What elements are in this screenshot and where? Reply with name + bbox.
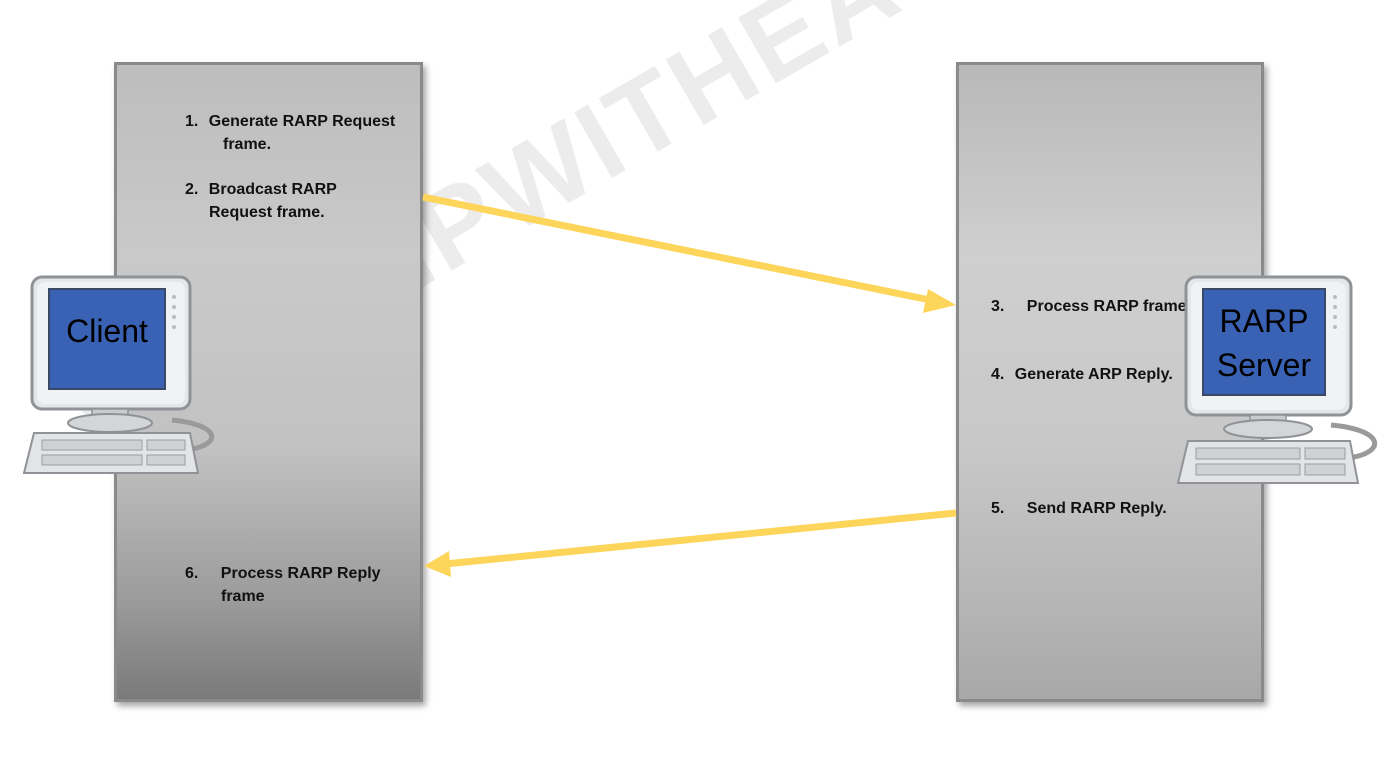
step-number: 5. — [991, 500, 1005, 517]
step-text: Process RARP frame. — [1026, 298, 1192, 315]
step-number: 4. — [991, 366, 1005, 383]
step-text: Send RARP Reply. — [1026, 500, 1167, 517]
server-computer-icon: RARP Server — [1176, 275, 1386, 490]
step-text: Broadcast RARP — [208, 181, 337, 198]
arrow-reply-head — [424, 551, 451, 577]
step-text: Generate RARP Request — [208, 113, 396, 130]
client-step-1: 1. Generate RARP Request frame. — [185, 110, 395, 156]
client-step-2: 2. Broadcast RARP Request frame. — [185, 178, 337, 224]
server-label: RARP Server — [1203, 299, 1325, 387]
step-text: Generate ARP Reply. — [1014, 366, 1173, 383]
step-number: 6. — [185, 565, 199, 582]
step-text-cont: Request frame. — [209, 204, 325, 221]
server-step-3: 3. Process RARP frame. — [991, 295, 1191, 318]
server-label-line2: Server — [1216, 347, 1312, 383]
server-label-line1: RARP — [1219, 303, 1309, 339]
arrow-reply — [424, 509, 957, 577]
client-computer-icon: Client — [22, 275, 222, 480]
server-step-5: 5. Send RARP Reply. — [991, 497, 1167, 520]
arrow-request-line — [422, 193, 936, 305]
step-number: 2. — [185, 181, 199, 198]
step-number: 1. — [185, 113, 199, 130]
client-step-6: 6. Process RARP Reply frame — [185, 562, 381, 608]
server-step-4: 4. Generate ARP Reply. — [991, 363, 1173, 386]
step-text-cont: frame. — [223, 136, 272, 153]
step-text: Process RARP Reply — [220, 565, 381, 582]
step-text-cont: frame — [221, 588, 265, 605]
arrow-request — [422, 193, 956, 313]
client-label: Client — [66, 313, 148, 349]
arrow-reply-line — [444, 509, 957, 568]
step-number: 3. — [991, 298, 1005, 315]
arrow-request-head — [923, 289, 956, 313]
